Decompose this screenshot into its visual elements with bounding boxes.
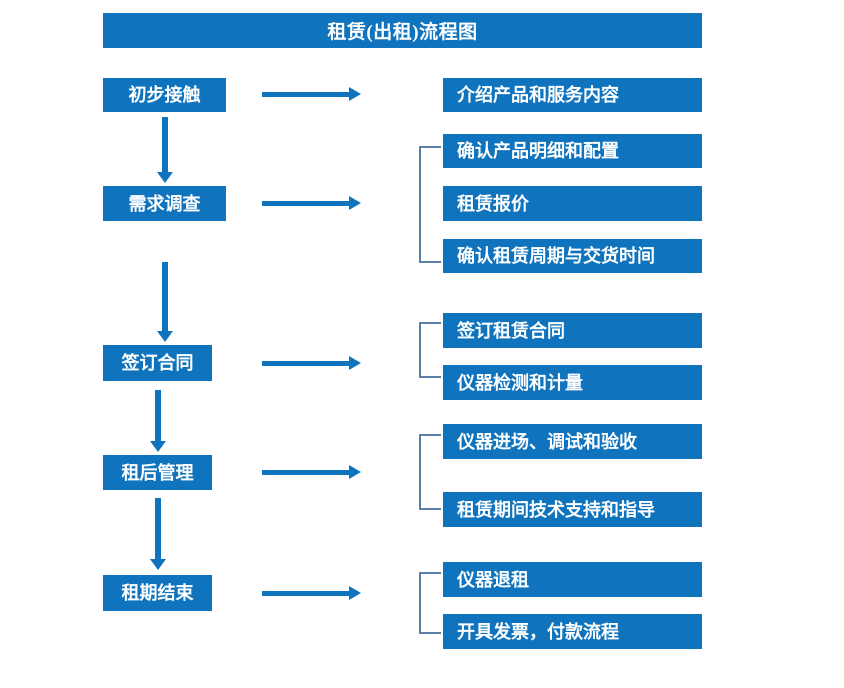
stage-box-租后管理[interactable]: 租后管理 (103, 455, 212, 490)
detail-box-签订租赁合同[interactable]: 签订租赁合同 (443, 313, 702, 348)
detail-box-仪器退租[interactable]: 仪器退租 (443, 562, 702, 597)
detail-box-确认租赁周期与交货时间[interactable]: 确认租赁周期与交货时间 (443, 239, 702, 273)
flow-arrow-down-2 (157, 262, 173, 342)
stage-box-签订合同[interactable]: 签订合同 (103, 345, 212, 381)
flow-arrow-right-4 (262, 465, 361, 479)
detail-box-仪器检测和计量[interactable]: 仪器检测和计量 (443, 365, 702, 400)
detail-box-确认产品明细和配置[interactable]: 确认产品明细和配置 (443, 134, 702, 168)
detail-box-租赁期间技术支持和指导[interactable]: 租赁期间技术支持和指导 (443, 492, 702, 527)
diagram-title: 租赁(出租)流程图 (103, 13, 702, 48)
group-bracket-签订合同 (419, 322, 441, 378)
group-bracket-需求调查 (419, 146, 441, 263)
stage-box-需求调查[interactable]: 需求调查 (103, 186, 226, 221)
detail-box-仪器进场调试和验收[interactable]: 仪器进场、调试和验收 (443, 424, 702, 459)
group-bracket-租后管理 (419, 434, 441, 510)
flow-arrow-right-3 (262, 356, 361, 370)
group-bracket-租期结束 (419, 572, 441, 634)
flow-arrow-down-3 (150, 390, 166, 452)
detail-box-介绍产品和服务内容[interactable]: 介绍产品和服务内容 (443, 78, 702, 112)
stage-box-初步接触[interactable]: 初步接触 (103, 78, 226, 112)
stage-box-租期结束[interactable]: 租期结束 (103, 575, 212, 611)
detail-box-开具发票付款流程[interactable]: 开具发票，付款流程 (443, 614, 702, 649)
flow-arrow-right-5 (262, 586, 361, 600)
flow-arrow-right-1 (262, 87, 361, 101)
detail-box-租赁报价[interactable]: 租赁报价 (443, 186, 702, 221)
flow-arrow-right-2 (262, 196, 361, 210)
flow-arrow-down-4 (150, 498, 166, 570)
flow-arrow-down-1 (157, 117, 173, 183)
